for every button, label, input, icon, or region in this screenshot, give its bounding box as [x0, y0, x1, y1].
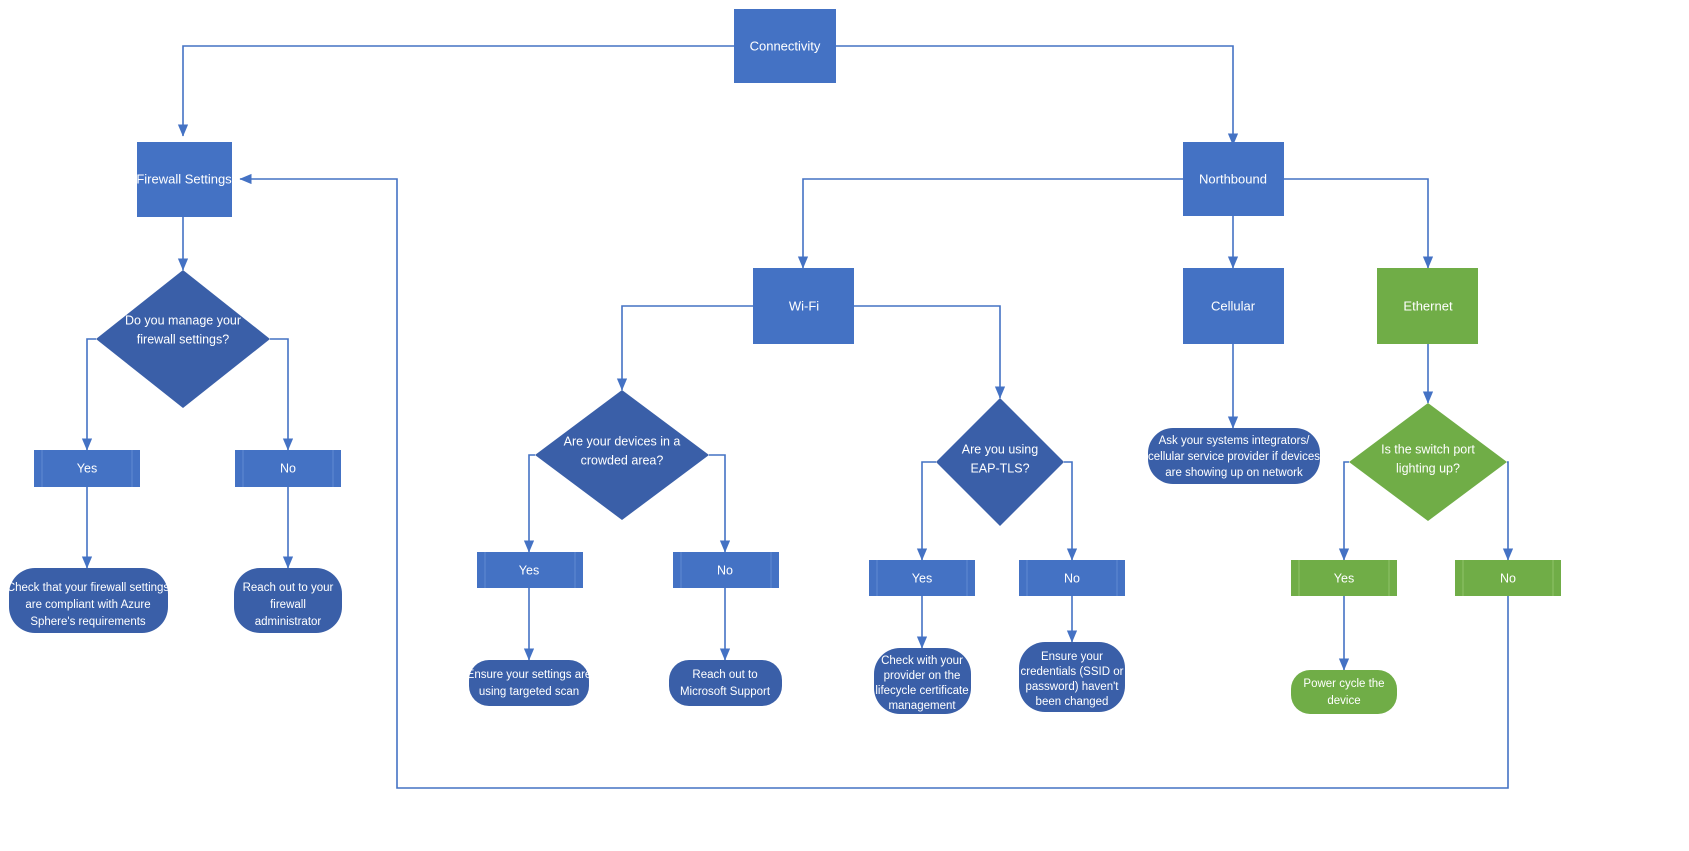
edge-firewall-yes [81, 338, 96, 451]
terminator-microsoft-support-line2: Microsoft Support [680, 686, 771, 698]
node-ethernet[interactable]: Ethernet [1377, 268, 1478, 344]
terminator-systems-integrators[interactable]: Ask your systems integrators/ cellular s… [1148, 428, 1320, 484]
branch-firewall-no-label: No [280, 461, 296, 475]
branch-eaptls-no[interactable]: No [1019, 560, 1125, 596]
decision-switch-port-line1: Is the switch port [1381, 442, 1475, 456]
terminator-systems-integrators-line2: cellular service provider if devices [1148, 451, 1320, 463]
terminator-systems-integrators-line1: Ask your systems integrators/ [1159, 435, 1311, 447]
node-cellular-label: Cellular [1211, 298, 1256, 313]
edge-wifi-crowded [616, 305, 753, 391]
branch-eaptls-yes[interactable]: Yes [869, 560, 975, 596]
decision-manage-firewall-line1: Do you manage your [125, 313, 241, 327]
terminator-targeted-scan-line1: Ensure your settings are [467, 669, 592, 681]
terminator-firewall-compliant[interactable]: Check that your firewall settings are co… [7, 568, 170, 633]
terminator-lifecycle-cert-line3: lifecycle certificate [875, 685, 968, 697]
node-cellular[interactable]: Cellular [1183, 268, 1284, 344]
terminator-credentials[interactable]: Ensure your credentials (SSID or passwor… [1019, 642, 1125, 712]
terminator-firewall-admin-line3: administrator [255, 616, 322, 628]
terminator-firewall-compliant-line1: Check that your firewall settings [7, 582, 170, 594]
edge-switchno-firewall-return [239, 173, 1509, 789]
edge-connectivity-firewall [177, 45, 734, 137]
edge-wifi-eaptls [854, 305, 1006, 399]
decision-switch-port-line2: lighting up? [1396, 461, 1460, 475]
terminator-lifecycle-cert-line1: Check with your [881, 655, 963, 667]
branch-switchport-yes[interactable]: Yes [1291, 560, 1397, 596]
terminator-systems-integrators-line3: are showing up on network [1165, 467, 1303, 479]
decision-manage-firewall-line2: firewall settings? [137, 332, 229, 346]
terminator-firewall-compliant-line2: are compliant with Azure [25, 599, 150, 611]
branch-crowded-no-label: No [717, 563, 733, 577]
terminator-power-cycle-line1: Power cycle the [1303, 678, 1384, 690]
branch-switchport-no[interactable]: No [1455, 560, 1561, 596]
edge-switchport-no [1502, 461, 1514, 561]
decision-manage-firewall[interactable]: Do you manage your firewall settings? [96, 270, 270, 408]
terminator-lifecycle-cert[interactable]: Check with your provider on the lifecycl… [874, 648, 971, 714]
terminator-power-cycle-line2: device [1327, 695, 1360, 707]
edge-crowded-no [709, 454, 731, 553]
terminator-credentials-line1: Ensure your [1041, 651, 1103, 663]
branch-firewall-yes[interactable]: Yes [34, 450, 140, 487]
branch-firewall-no[interactable]: No [235, 450, 341, 487]
terminator-targeted-scan[interactable]: Ensure your settings are using targeted … [467, 660, 592, 706]
terminator-lifecycle-cert-line2: provider on the [884, 670, 961, 682]
edge-firewall-no [270, 338, 294, 451]
edge-switchport-yes [1338, 461, 1350, 561]
node-wifi-label: Wi-Fi [789, 298, 819, 313]
terminator-firewall-admin-line2: firewall [270, 599, 306, 611]
node-firewall-settings-label: Firewall Settings [136, 171, 232, 186]
branch-eaptls-no-label: No [1064, 571, 1080, 585]
edge-eaptls-no [1064, 461, 1078, 561]
edge-eaptls-yes [916, 461, 936, 561]
decision-switch-port[interactable]: Is the switch port lighting up? [1349, 403, 1507, 521]
node-northbound[interactable]: Northbound [1183, 142, 1284, 216]
edge-crowded-yes [523, 454, 535, 553]
decision-eap-tls-line2: EAP-TLS? [970, 461, 1029, 475]
decision-eap-tls[interactable]: Are you using EAP-TLS? [936, 398, 1064, 526]
node-northbound-label: Northbound [1199, 171, 1267, 186]
branch-crowded-yes-label: Yes [519, 563, 539, 577]
decision-crowded-area-line1: Are your devices in a [564, 434, 681, 448]
branch-crowded-yes[interactable]: Yes [477, 552, 583, 588]
decision-crowded-area[interactable]: Are your devices in a crowded area? [535, 390, 709, 520]
branch-switchport-no-label: No [1500, 571, 1516, 585]
terminator-lifecycle-cert-line4: management [888, 700, 956, 712]
edge-connectivity-northbound [836, 45, 1239, 146]
node-firewall-settings[interactable]: Firewall Settings [136, 142, 232, 217]
terminator-credentials-line2: credentials (SSID or [1021, 666, 1124, 678]
decision-crowded-area-line2: crowded area? [581, 453, 664, 467]
branch-firewall-yes-label: Yes [77, 461, 97, 475]
terminator-firewall-admin-line1: Reach out to your [243, 582, 334, 594]
decision-eap-tls-line1: Are you using [962, 442, 1038, 456]
terminator-credentials-line4: been changed [1036, 696, 1109, 708]
branch-switchport-yes-label: Yes [1334, 571, 1354, 585]
terminator-microsoft-support[interactable]: Reach out to Microsoft Support [669, 660, 782, 706]
edge-northbound-wifi [797, 178, 1183, 269]
terminator-power-cycle[interactable]: Power cycle the device [1291, 670, 1397, 714]
branch-crowded-no[interactable]: No [673, 552, 779, 588]
node-connectivity-label: Connectivity [750, 38, 821, 53]
node-ethernet-label: Ethernet [1403, 298, 1453, 313]
terminator-microsoft-support-line1: Reach out to [692, 669, 757, 681]
terminator-credentials-line3: password) haven't [1026, 681, 1120, 693]
terminator-targeted-scan-line2: using targeted scan [479, 686, 579, 698]
node-wifi[interactable]: Wi-Fi [753, 268, 854, 344]
terminator-firewall-admin[interactable]: Reach out to your firewall administrator [234, 568, 342, 633]
edge-northbound-ethernet [1284, 178, 1434, 269]
branch-eaptls-yes-label: Yes [912, 571, 932, 585]
node-connectivity[interactable]: Connectivity [734, 9, 836, 83]
terminator-firewall-compliant-line3: Sphere's requirements [30, 616, 146, 628]
edge-layer [81, 45, 1514, 789]
